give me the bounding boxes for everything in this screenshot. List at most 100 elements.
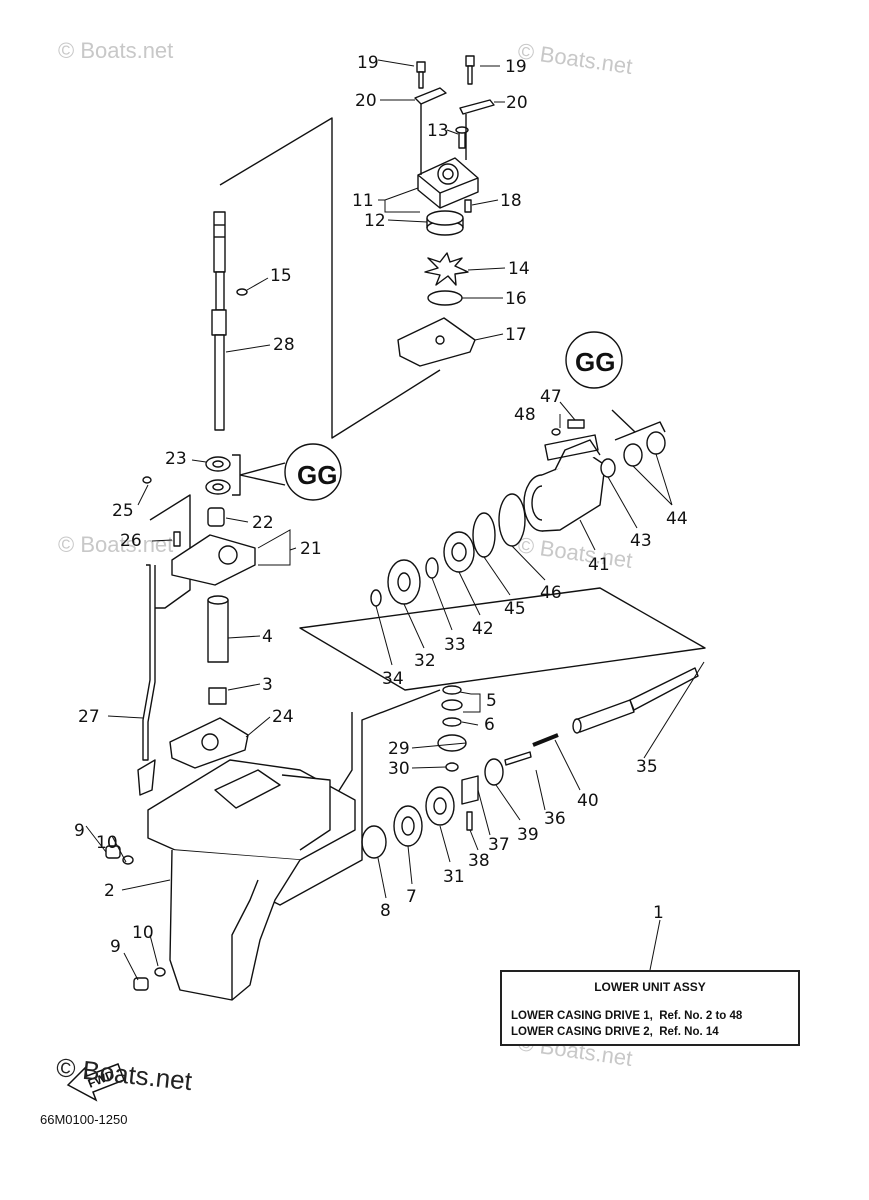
callout-10: 10 [96, 833, 118, 853]
callout-43: 43 [630, 531, 652, 551]
spring [532, 733, 559, 747]
shim [361, 825, 387, 859]
plate-gasket [414, 87, 447, 105]
ball-bearing [443, 531, 475, 573]
sleeve [207, 599, 229, 663]
callout-4: 4 [262, 627, 273, 647]
callout-25: 25 [112, 501, 134, 521]
callout-9: 9 [74, 821, 85, 841]
clip [484, 758, 504, 786]
propeller-shaft-housing [523, 439, 606, 532]
grease-callout [565, 331, 623, 389]
guide-line [219, 117, 441, 439]
pin [236, 288, 248, 296]
callout-38: 38 [468, 851, 490, 871]
callout-18: 18 [500, 191, 522, 211]
o-ring [498, 493, 526, 547]
callout-31: 31 [443, 867, 465, 887]
o-ring [427, 290, 463, 306]
callout-20: 20 [506, 93, 528, 113]
oil-seal [646, 431, 666, 455]
callout-48: 48 [514, 405, 536, 425]
bracket [544, 434, 599, 461]
callout-44: 44 [666, 509, 688, 529]
collar [208, 687, 227, 705]
shift-rod [142, 564, 156, 761]
callout-24: 24 [272, 707, 294, 727]
lower-casing [147, 759, 356, 1001]
callout-7: 7 [406, 887, 417, 907]
callout-16: 16 [505, 289, 527, 309]
callout-40: 40 [577, 791, 599, 811]
nut [445, 762, 459, 772]
oil-seal [623, 443, 643, 467]
svg-text:GG: GG [575, 347, 615, 377]
o-ring [472, 512, 496, 558]
bolt-left [416, 61, 426, 89]
watermark-group: © Boats.net © Boats.net © Boats.net © Bo… [58, 38, 634, 1071]
bearing [205, 456, 231, 472]
gasket-ring [154, 967, 166, 977]
pin [466, 811, 473, 831]
callout-21: 21 [300, 539, 322, 559]
callout-34: 34 [382, 669, 404, 689]
forward-gear [425, 786, 455, 826]
callout-33: 33 [444, 635, 466, 655]
diagram-code: 66M0100-1250 [40, 1112, 128, 1127]
plate-gasket [459, 99, 495, 115]
legend-box: LOWER UNIT ASSY LOWER CASING DRIVE 1, Re… [500, 970, 800, 1046]
nut [442, 685, 462, 695]
svg-text:GG: GG [297, 460, 337, 490]
pump-base-housing [171, 534, 256, 586]
bolt [567, 419, 585, 429]
drive-shaft [211, 211, 227, 431]
callout-labels: 19 19 20 20 13 11 12 18 14 16 17 15 28 2… [74, 53, 688, 957]
bolt-right [465, 55, 475, 85]
bolt [173, 531, 181, 547]
callout-15: 15 [270, 266, 292, 286]
bushing [207, 507, 225, 527]
guide-line [149, 494, 191, 609]
callout-23: 23 [165, 449, 187, 469]
washer [442, 717, 462, 727]
insert-cartridge [426, 210, 464, 236]
callout-20: 20 [355, 91, 377, 111]
legend-line-1: LOWER CASING DRIVE 1, Ref. No. 2 to 48 [511, 1010, 743, 1022]
callout-27: 27 [78, 707, 100, 727]
callout-1: 1 [653, 903, 664, 923]
callout-29: 29 [388, 739, 410, 759]
legend-line-2: LOWER CASING DRIVE 2, Ref. No. 14 [511, 1026, 719, 1038]
legend-title: LOWER UNIT ASSY [594, 980, 706, 994]
watermark-text: © Boats.net [58, 38, 173, 63]
callout-46: 46 [540, 583, 562, 603]
callout-47: 47 [540, 387, 562, 407]
watermark-text: © Boats.net [516, 38, 634, 79]
bearing [205, 479, 231, 495]
taper-roller-bearing [393, 805, 423, 847]
thrust-bearing [441, 699, 463, 711]
seal [600, 458, 616, 478]
callout-41: 41 [588, 555, 610, 575]
callout-32: 32 [414, 651, 436, 671]
callout-37: 37 [488, 835, 510, 855]
gasket [169, 717, 249, 769]
callout-13: 13 [427, 121, 449, 141]
shim [425, 557, 439, 579]
grease-callout [284, 443, 342, 501]
drain-screw [133, 977, 149, 991]
callout-9: 9 [110, 937, 121, 957]
callout-12: 12 [364, 211, 386, 231]
propeller-shaft [572, 667, 699, 734]
reverse-gear [387, 559, 421, 605]
callout-26: 26 [120, 531, 142, 551]
fwd-arrow: FWD [66, 1063, 125, 1102]
callout-19: 19 [505, 57, 527, 77]
callout-8: 8 [380, 901, 391, 921]
watermark-text: © Boats.net [516, 532, 634, 573]
callout-17: 17 [505, 325, 527, 345]
watermark-text: © Boats.net [58, 532, 173, 557]
dowel-pin [464, 199, 472, 213]
callout-14: 14 [508, 259, 530, 279]
callout-42: 42 [472, 619, 494, 639]
